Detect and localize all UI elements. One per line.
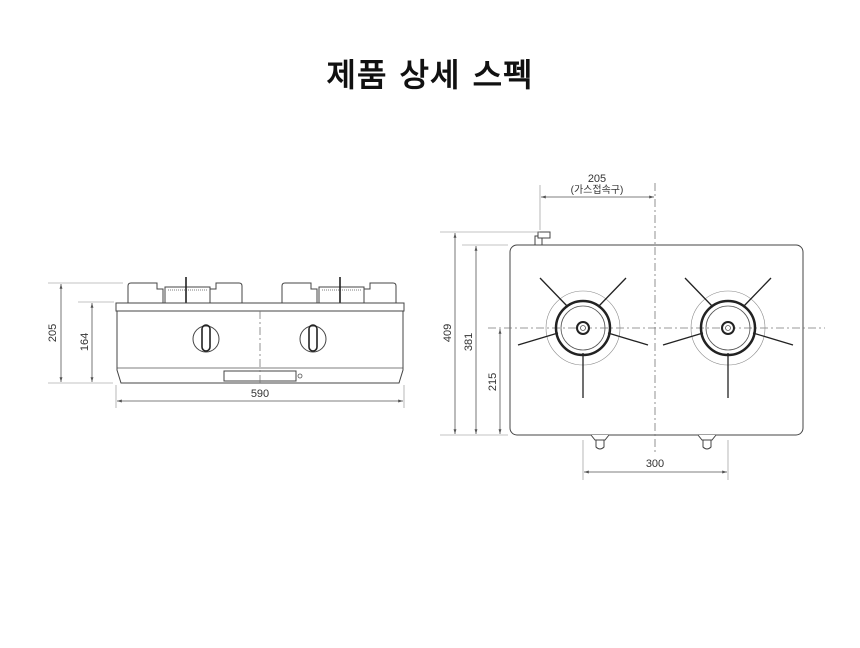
knob-left	[192, 324, 220, 353]
pot-support-arm	[607, 332, 649, 346]
pot-support-arm	[684, 277, 714, 308]
pot-support-arm	[742, 277, 772, 308]
dim-width: 590	[251, 388, 269, 400]
burner-right-cap	[721, 321, 735, 335]
dim-depth-body: 381	[463, 333, 475, 351]
pot-support-arm	[517, 332, 559, 346]
dim-height-body: 164	[79, 333, 91, 351]
top-plate	[115, 302, 405, 312]
foot-left	[590, 434, 610, 450]
dim-gas-connector: 205	[588, 173, 606, 185]
foot-right	[697, 434, 717, 450]
page-title: 제품 상세 스펙	[326, 56, 534, 94]
gas-connector-label: (가스접속구)	[571, 184, 624, 196]
top-view-drawing	[440, 183, 825, 480]
dim-depth-total: 409	[442, 324, 454, 342]
dim-burner-depth: 215	[487, 373, 499, 391]
pot-support-arm	[752, 332, 794, 346]
dim-height-total: 205	[47, 324, 59, 342]
dim-burner-spacing: 300	[646, 458, 664, 470]
gas-connector	[534, 231, 551, 246]
knob-right	[299, 324, 327, 353]
pot-support-arm	[597, 277, 627, 308]
front-view-drawing	[48, 277, 405, 408]
cooktop-outline	[509, 244, 804, 436]
grate-right	[281, 277, 397, 304]
pot-support-arm	[662, 332, 704, 346]
grate-left	[127, 277, 243, 304]
burner-left-cap	[576, 321, 590, 335]
pot-support-arm	[539, 277, 569, 308]
